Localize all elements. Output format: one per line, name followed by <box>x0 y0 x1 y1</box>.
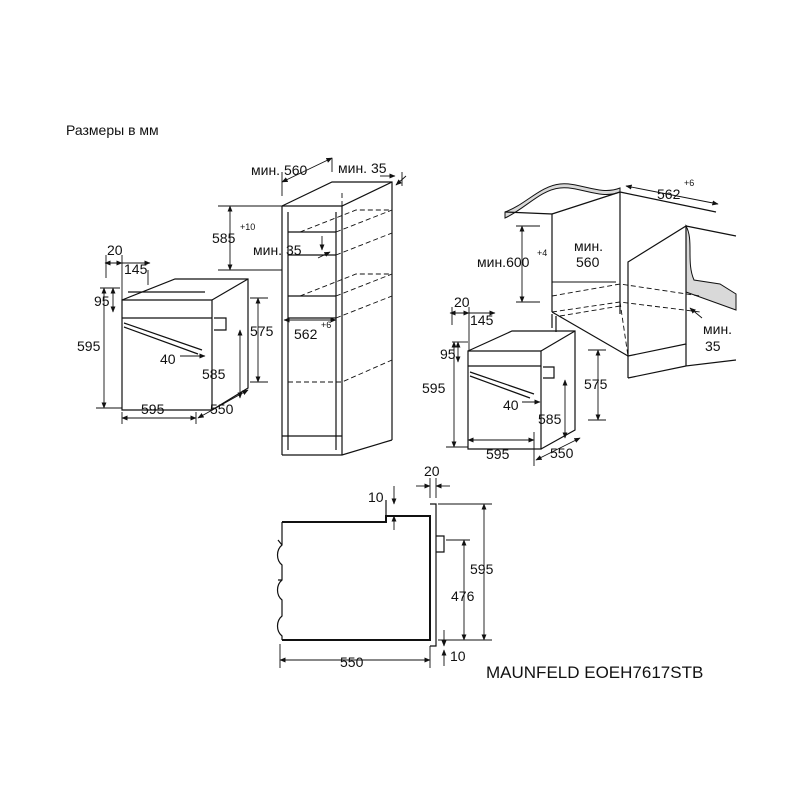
column-dim-585: 585 <box>212 230 236 246</box>
front-dim-20: 20 <box>107 242 123 258</box>
front-dim-95: 95 <box>94 293 110 309</box>
column-dim-585-tolerance: +10 <box>240 222 255 232</box>
undercounter-cabinet <box>504 183 737 379</box>
undercounter-dim-95: 95 <box>440 346 456 362</box>
side-dim-10-top: 10 <box>368 489 384 505</box>
oven-front-view <box>96 255 268 424</box>
oven-undercounter-view <box>446 307 606 466</box>
undercounter-dim-550: 550 <box>550 445 574 461</box>
front-dim-575: 575 <box>250 323 274 339</box>
cabinet-min-600-tolerance: +4 <box>537 248 547 258</box>
column-cabinet <box>218 157 407 456</box>
front-dim-145: 145 <box>124 261 148 277</box>
undercounter-dim-40: 40 <box>503 397 519 413</box>
oven-side-view <box>276 478 492 668</box>
column-min-35-top: мин. 35 <box>338 160 387 176</box>
cabinet-dim-562-tolerance: +6 <box>684 178 694 188</box>
cabinet-dim-562: 562 <box>657 186 681 202</box>
side-dim-20: 20 <box>424 463 440 479</box>
column-min-560: мин. 560 <box>251 162 308 178</box>
cabinet-min-35-label: мин. <box>703 321 732 337</box>
column-dim-562-tolerance: +6 <box>321 320 331 330</box>
cabinet-min-560-value: 560 <box>576 254 600 270</box>
undercounter-dim-20: 20 <box>454 294 470 310</box>
cabinet-min-560-label: мин. <box>574 238 603 254</box>
front-dim-595-height: 595 <box>77 338 101 354</box>
side-dim-595: 595 <box>470 561 494 577</box>
front-dim-585: 585 <box>202 366 226 382</box>
side-dim-10-bottom: 10 <box>450 648 466 664</box>
column-min-35-mid: мин. 35 <box>253 242 302 258</box>
undercounter-dim-585: 585 <box>538 411 562 427</box>
front-dim-40: 40 <box>160 351 176 367</box>
side-dim-550: 550 <box>340 654 364 670</box>
model-name: MAUNFELD EOEH7617STB <box>486 663 703 682</box>
cabinet-min-600: мин.600 <box>477 254 530 270</box>
units-caption: Размеры в мм <box>66 122 159 138</box>
undercounter-dim-595-width: 595 <box>486 446 510 462</box>
side-dim-476: 476 <box>451 588 475 604</box>
front-dim-595-width: 595 <box>141 401 165 417</box>
cabinet-min-35-value: 35 <box>705 338 721 354</box>
undercounter-dim-575: 575 <box>584 376 608 392</box>
column-dim-562: 562 <box>294 326 318 342</box>
front-dim-550: 550 <box>210 401 234 417</box>
undercounter-dim-595-height: 595 <box>422 380 446 396</box>
undercounter-dim-145: 145 <box>470 312 494 328</box>
